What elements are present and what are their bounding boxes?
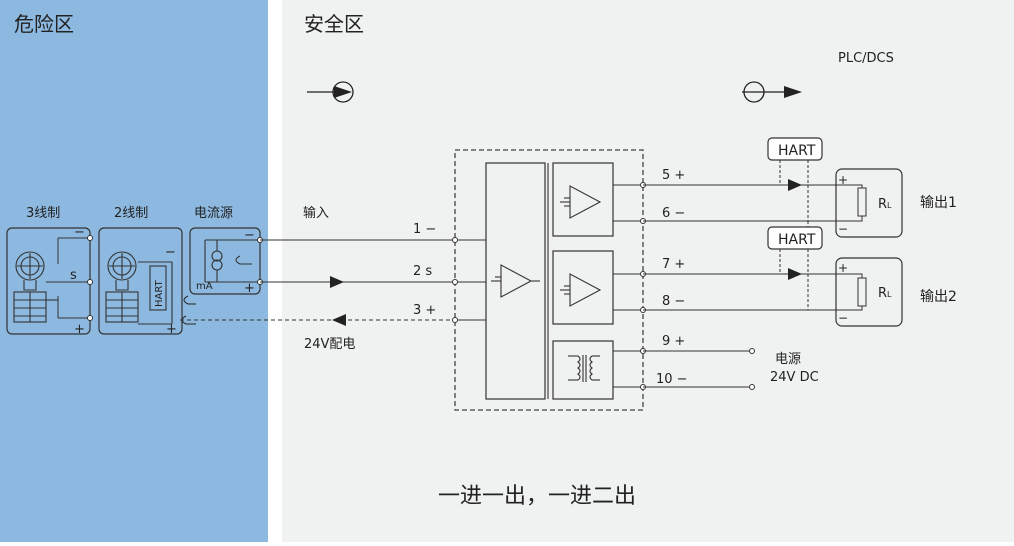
input-wires	[180, 239, 455, 321]
signal-arrow	[330, 276, 344, 288]
terminal-7: 7 +	[662, 257, 685, 272]
load-1: + − RL	[835, 168, 903, 238]
load-1-plus: +	[838, 173, 848, 187]
three-wire-minus: −	[74, 225, 85, 240]
output-amplifier-2-icon	[560, 273, 602, 307]
input-block	[485, 162, 546, 400]
current-source-plus: +	[244, 281, 255, 296]
input-amplifier-icon	[491, 264, 540, 298]
output-direction-symbol	[742, 81, 802, 103]
load-1-resistor: RL	[878, 197, 892, 212]
terminal-10: 10 −	[656, 372, 688, 387]
hart-tap-1: HART	[767, 137, 823, 221]
load-2-plus: +	[838, 261, 848, 275]
current-source-unit: mA	[196, 281, 213, 292]
hart-tag-1: HART	[778, 143, 816, 159]
plc-label: PLC/DCS	[838, 51, 894, 66]
terminal-8: 8 −	[662, 294, 685, 309]
safe-zone	[282, 0, 1014, 542]
output-1-label: 输出1	[920, 195, 957, 211]
output-channel-2	[552, 250, 614, 325]
hazardous-zone-label: 危险区	[14, 12, 74, 36]
output-wires	[643, 184, 836, 388]
power-label-line2: 24V DC	[770, 370, 819, 385]
current-source: 电流源 mA − +	[189, 206, 263, 296]
current-source-title: 电流源	[194, 206, 233, 221]
two-wire-minus: −	[165, 245, 176, 260]
three-wire-plus: +	[74, 322, 85, 337]
load-2-resistor: RL	[878, 286, 892, 301]
current-source-minus: −	[244, 228, 255, 243]
output2-arrow	[788, 268, 802, 280]
two-wire-hart: HART	[154, 279, 165, 307]
output-channel-1	[552, 162, 614, 237]
two-wire-transmitter: 2线制 HART − +	[98, 206, 183, 337]
terminal-2: 2 s	[413, 264, 432, 279]
hart-tap-2: HART	[767, 221, 823, 310]
load-2-minus: −	[838, 311, 848, 325]
hazardous-zone	[0, 0, 268, 542]
three-wire-transmitter: 3线制 − s +	[6, 206, 93, 337]
output-amplifier-1-icon	[560, 185, 602, 219]
terminal-3: 3 +	[413, 303, 436, 318]
load-2: + − RL	[835, 257, 903, 327]
input-direction-symbol	[307, 81, 354, 103]
loop-arrow-icon	[183, 295, 196, 305]
terminal-9: 9 +	[662, 334, 685, 349]
terminal-6: 6 −	[662, 206, 685, 221]
load-1-minus: −	[838, 222, 848, 236]
terminal-5: 5 +	[662, 168, 685, 183]
output1-arrow	[788, 179, 802, 191]
power-block	[552, 340, 614, 400]
hart-tag-2: HART	[778, 232, 816, 248]
caption: 一进一出，一进二出	[438, 484, 636, 509]
supply-arrow	[332, 314, 346, 326]
power-label-line1: 电源	[775, 352, 801, 367]
safe-zone-label: 安全区	[304, 12, 364, 36]
output-2-label: 输出2	[920, 289, 957, 305]
three-wire-title: 3线制	[26, 206, 60, 221]
input-label: 输入	[303, 205, 329, 221]
transformer-icon	[568, 355, 600, 382]
supply-label: 24V配电	[304, 337, 355, 352]
terminal-1: 1 −	[413, 222, 436, 237]
two-wire-plus: +	[166, 322, 177, 337]
two-wire-title: 2线制	[114, 206, 148, 221]
three-wire-s: s	[70, 268, 77, 283]
